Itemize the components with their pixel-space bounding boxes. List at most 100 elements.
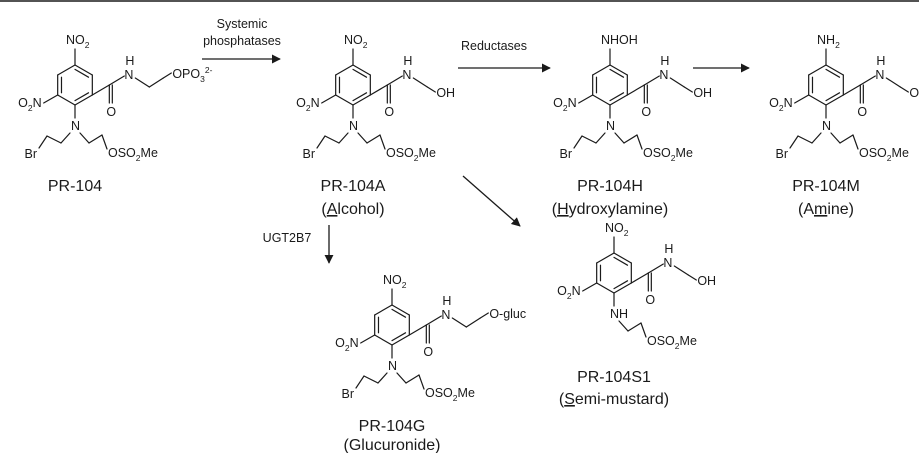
bond-aryl-carbonyl <box>626 84 645 96</box>
bond-br-arm <box>811 132 822 144</box>
bond-ms-arm <box>379 134 386 150</box>
label-mustard-n: N <box>822 119 831 133</box>
ring-double-bond <box>74 68 90 78</box>
bond-left <box>582 282 598 292</box>
bond-left <box>578 94 594 104</box>
bond-br-arm <box>46 135 62 144</box>
ring-double-bond <box>825 92 841 102</box>
ring-double-bond <box>613 280 629 290</box>
label-carbonyl-o: O <box>106 105 116 119</box>
ring-bond <box>74 94 93 106</box>
bond-br-arm <box>355 375 365 389</box>
bond-ms-arm <box>636 134 643 150</box>
bond-br-arm <box>797 135 813 144</box>
label-bromo: Br <box>776 147 789 161</box>
bond-chain <box>673 265 689 276</box>
label-top-substituent: NO2 <box>605 221 629 238</box>
bond-br-arm <box>581 135 597 144</box>
bond-carbonyl-n <box>386 75 403 86</box>
ring-bond <box>374 304 393 316</box>
label-bromo: Br <box>560 147 573 161</box>
bond-chain-terminal <box>426 86 436 93</box>
label-top-substituent: NO2 <box>344 33 368 50</box>
label-top-substituent: NO2 <box>383 273 407 290</box>
ring-double-bond <box>352 92 368 102</box>
ring-bond <box>592 64 611 76</box>
bond-carbonyl-n <box>647 263 664 274</box>
structure-pr104m: NH2O2NONHOHNOSO2MeBr <box>769 33 919 163</box>
ring-double-bond <box>613 256 629 266</box>
label-bromo: Br <box>342 387 355 401</box>
bond-ms-arm <box>418 374 425 390</box>
label-amide-h: H <box>876 54 885 68</box>
molecule-layer: NO2O2NONHOPO32-NOSO2MeBrNO2O2NONHOHNOSO2… <box>18 33 919 403</box>
ring-bond <box>352 64 371 76</box>
bond-ms-arm <box>839 134 854 144</box>
ring-bond <box>352 94 371 106</box>
label-mesylate: OSO2Me <box>643 146 693 163</box>
bond-ms-arm <box>405 374 420 384</box>
bond-carbonyl-n <box>859 75 876 86</box>
label-top-substituent: NO2 <box>66 33 90 50</box>
ring-double-bond <box>391 308 407 318</box>
label-carbonyl-o: O <box>384 105 394 119</box>
bond-carbonyl-n <box>108 75 125 86</box>
ring-double-bond <box>391 332 407 342</box>
label-tail: OH <box>909 86 919 100</box>
label-left-nitro: O2N <box>553 96 577 113</box>
label-left-nitro: O2N <box>296 96 320 113</box>
name-pr104h: PR-104H <box>577 178 643 195</box>
label-carbonyl-o: O <box>641 105 651 119</box>
arrow-semi-mustard <box>462 175 521 227</box>
ring-bond <box>825 64 844 76</box>
label-amide-n: N <box>441 308 450 322</box>
bond-carbonyl-n <box>425 315 442 326</box>
label-bromo: Br <box>303 147 316 161</box>
name-pr104g: PR-104G <box>359 418 426 435</box>
label-amide-h: H <box>125 54 134 68</box>
bond-br-arm <box>338 132 349 144</box>
ring-double-bond <box>609 92 625 102</box>
bond-chain <box>412 77 428 88</box>
ring-double-bond <box>352 68 368 78</box>
bond-aryl-carbonyl <box>630 272 649 284</box>
ring-bond <box>374 334 393 346</box>
bond-ms-arm <box>618 320 629 332</box>
label-amide-n: N <box>875 68 884 82</box>
ring-bond <box>592 94 611 106</box>
ring-double-bond <box>825 68 841 78</box>
bond-ms-arm <box>366 134 381 144</box>
label-left-nitro: O2N <box>18 96 42 113</box>
subtitle-pr104s1: (Semi-mustard) <box>559 391 669 408</box>
enzyme-phosphatases-line1: Systemic <box>217 17 268 31</box>
label-mesylate: OSO2Me <box>425 386 475 403</box>
subtitle-pr104m: (Amine) <box>798 201 854 218</box>
ring-bond <box>609 94 628 106</box>
label-mustard-n: N <box>71 119 80 133</box>
label-amide-n: N <box>402 68 411 82</box>
bond-left <box>43 94 59 104</box>
label-tail: O-gluc <box>489 307 526 321</box>
enzyme-reductases: Reductases <box>461 39 527 53</box>
bond-br-arm <box>324 135 340 144</box>
ring-bond <box>609 64 628 76</box>
bond-br-arm <box>316 135 326 149</box>
ring-bond <box>335 64 354 76</box>
bond-br-arm <box>363 375 379 384</box>
label-amide-n: N <box>659 68 668 82</box>
bond-left <box>794 94 810 104</box>
ring-bond <box>391 304 410 316</box>
bond-aryl-carbonyl <box>369 84 388 96</box>
label-mesylate: OSO2Me <box>859 146 909 163</box>
enzyme-phosphatases-line2: phosphatases <box>203 34 281 48</box>
label-mesylate: OSO2Me <box>108 146 158 163</box>
ring-bond <box>57 64 76 76</box>
bond-carbonyl-n <box>643 75 660 86</box>
ring-bond <box>391 334 410 346</box>
label-left-nitro: O2N <box>335 336 359 353</box>
label-top-substituent: NH2 <box>817 33 840 50</box>
bond-chain-terminal <box>479 312 489 319</box>
